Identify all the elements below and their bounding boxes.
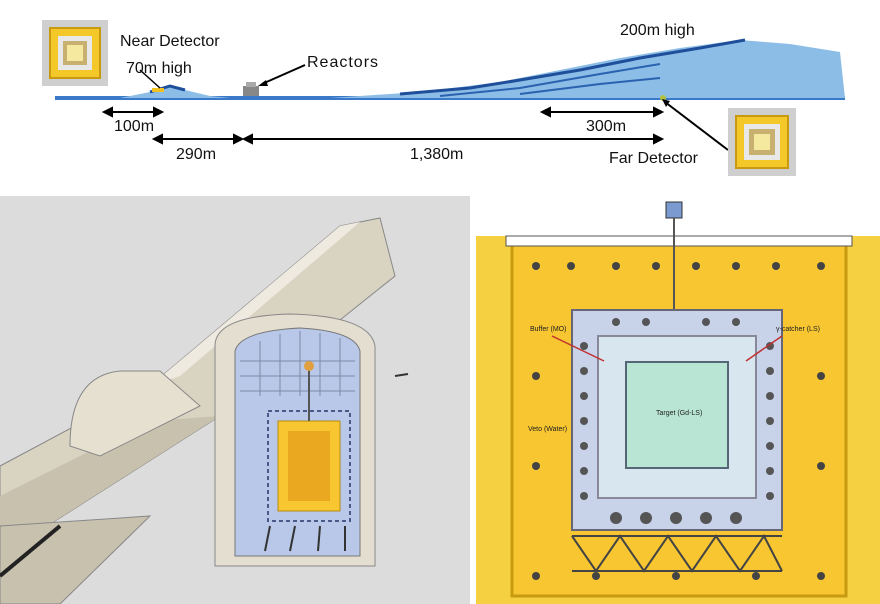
terrain-profile-graphic	[42, 20, 845, 176]
truss-support	[571, 534, 783, 573]
far-height-label: 200m high	[620, 22, 695, 39]
distance-arrows	[101, 106, 665, 145]
gamma-catcher-label: γ-catcher (LS)	[776, 326, 820, 333]
far-detector-marker	[660, 95, 666, 101]
veto-pmts	[532, 262, 825, 580]
far-detector-thumbnail	[728, 108, 796, 176]
far-pointer	[664, 101, 729, 151]
terrain-profile-panel: Near Detector 70m high Reactors 200m hig…	[0, 0, 880, 190]
reactor-building	[243, 86, 259, 96]
distance-290m: 290m	[176, 146, 217, 163]
distance-300m: 300m	[586, 118, 627, 135]
distance-100m: 100m	[114, 118, 155, 135]
near-detector-marker	[152, 88, 164, 92]
veto-label: Veto (Water)	[528, 426, 568, 433]
reactors-label: Reactors	[307, 54, 380, 71]
top-chimney-box	[665, 201, 683, 219]
support-legs	[264, 525, 346, 552]
tunnel-cutaway-panel	[0, 196, 470, 604]
near-detector-thumbnail	[42, 20, 108, 86]
tunnel-cutaway-graphic	[0, 217, 409, 604]
near-hill	[120, 86, 230, 98]
far-detector-label: Far Detector	[609, 150, 698, 167]
near-pointer	[139, 69, 161, 89]
detector-cross-section-graphic	[476, 196, 880, 604]
target-label: Target (Gd-LS)	[656, 410, 703, 417]
reactor-pointer	[261, 64, 306, 85]
near-height-label: 70m high	[126, 60, 192, 77]
distance-1380m: 1,380m	[410, 146, 464, 163]
near-detector-label: Near Detector	[120, 33, 220, 50]
target-vessel	[625, 361, 729, 469]
mountain-ridge	[399, 38, 746, 96]
buffer-label: Buffer (MO)	[530, 326, 567, 333]
detector-cross-section-panel: Buffer (MO) γ-catcher (LS) Target (Gd-LS…	[476, 196, 880, 604]
pmt-array	[580, 318, 774, 524]
ceiling-grid	[240, 331, 355, 396]
